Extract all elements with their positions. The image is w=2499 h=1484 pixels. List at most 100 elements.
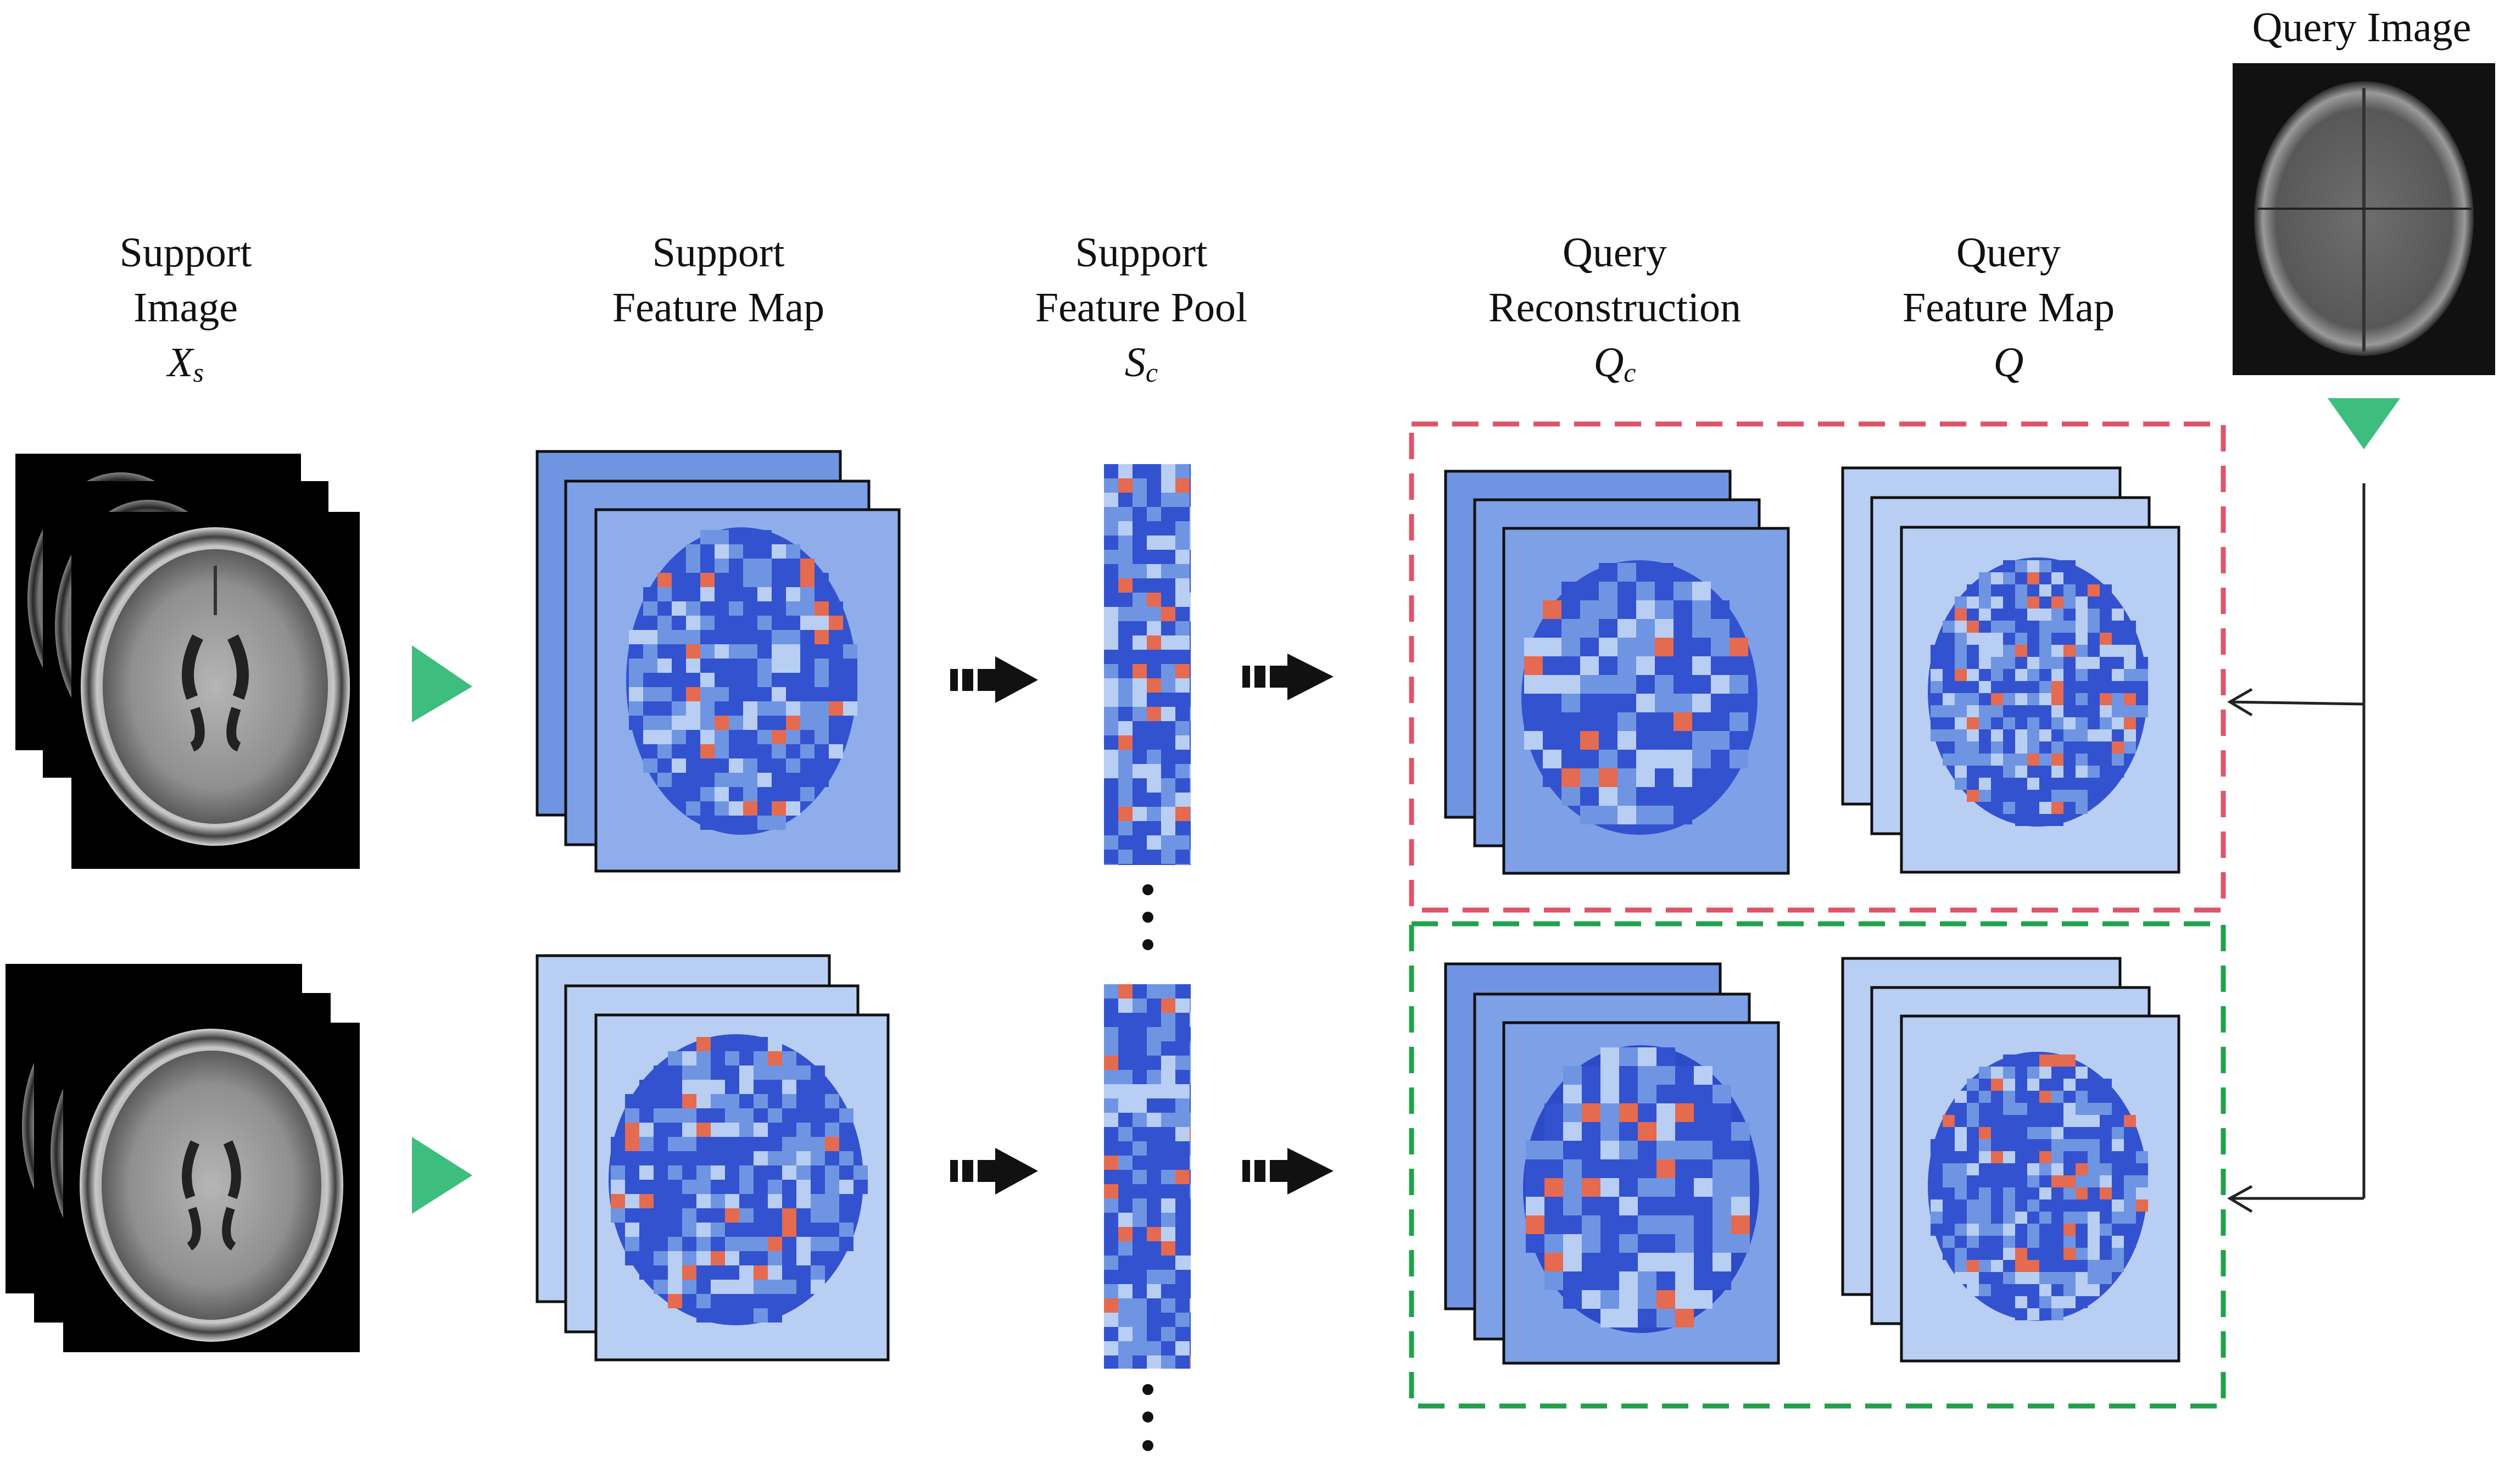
feature-cell (1713, 1234, 1731, 1253)
pool-cell (1147, 607, 1161, 621)
feature-cell (2100, 717, 2112, 729)
pool-cell (1190, 664, 1191, 678)
feature-cell (715, 773, 729, 787)
feature-cell (700, 644, 715, 659)
feature-cell (811, 1223, 825, 1237)
support-image-symbol: X (168, 339, 193, 386)
feature-cell (2136, 681, 2148, 693)
pool-cell (1190, 793, 1191, 807)
pool-cell (1147, 750, 1161, 764)
feature-cell (2051, 1296, 2063, 1308)
feature-cell (643, 701, 657, 716)
feature-cell (672, 601, 686, 616)
pool-cell (1190, 835, 1191, 850)
feature-cell (1674, 619, 1692, 638)
feature-cell (1600, 1066, 1619, 1085)
feature-cell (657, 773, 672, 787)
feature-cell (1563, 1159, 1582, 1178)
feature-cell (1600, 1141, 1619, 1159)
feature-cell (1582, 1234, 1600, 1253)
feature-cell (715, 601, 729, 616)
feature-cell (657, 730, 672, 744)
feature-cell (1561, 731, 1580, 750)
feature-cell (1943, 657, 1955, 669)
pool-cell (1133, 1127, 1147, 1141)
feature-cell (1694, 1159, 1713, 1178)
feature-cell (1931, 669, 1943, 681)
feature-cell (1561, 750, 1580, 768)
feature-cell (1955, 778, 1967, 790)
feature-cell (2112, 645, 2124, 657)
feature-cell (743, 530, 757, 544)
support-feature-pool-2 (1104, 984, 1191, 1369)
feature-cell (729, 630, 743, 644)
feature-cell (1991, 572, 2003, 584)
feature-cell (715, 744, 729, 758)
feature-cell (696, 1037, 711, 1051)
feature-cell (743, 616, 757, 630)
feature-cell (1713, 1159, 1731, 1178)
feature-cell (1561, 712, 1580, 731)
pool-cell (1175, 707, 1190, 721)
feature-cell (611, 1137, 625, 1151)
pool-cell (1161, 621, 1175, 635)
feature-cell (2003, 790, 2015, 802)
pool-cell (1175, 1013, 1190, 1027)
pool-cell (1190, 1355, 1191, 1369)
feature-cell (725, 1165, 739, 1180)
feature-cell (672, 659, 686, 673)
pool-cell (1190, 578, 1191, 593)
feature-cell (1730, 638, 1748, 656)
pool-cell (1190, 464, 1191, 478)
feature-cell (1931, 693, 1943, 705)
pool-cell (1104, 464, 1118, 478)
feature-cell (2003, 1187, 2015, 1200)
feature-cell (2100, 1139, 2112, 1151)
feature-cell (1638, 1178, 1656, 1197)
feature-cell (1655, 694, 1674, 712)
feature-cell (639, 1208, 654, 1223)
feature-cell (2063, 1115, 2076, 1127)
support-feature-pool-symbol: S (1124, 339, 1146, 386)
feature-cell (725, 1051, 739, 1065)
feature-cell (1711, 712, 1730, 731)
feature-cell (839, 1123, 854, 1137)
feature-cell (1967, 1212, 1979, 1224)
feature-cell (2027, 1308, 2039, 1320)
feature-cell (1580, 768, 1599, 787)
feature-cell (2124, 729, 2136, 741)
feature-cell (1967, 766, 1979, 778)
feature-cell (1943, 741, 1955, 754)
feature-cell (1638, 1103, 1656, 1122)
pool-cell (1118, 593, 1133, 607)
pool-cell (1190, 621, 1191, 635)
feature-cell (743, 673, 757, 687)
feature-cell (786, 673, 800, 687)
feature-cell (1675, 1122, 1694, 1141)
feature-cell (1619, 1066, 1638, 1085)
feature-cell (672, 773, 686, 787)
support-feature-map-label: Support Feature Map (612, 225, 824, 335)
pool-cell (1104, 778, 1118, 793)
feature-cell (815, 644, 829, 659)
pool-cell (1118, 578, 1133, 593)
pool-cell (1104, 1341, 1118, 1355)
feature-cell (1656, 1197, 1675, 1215)
feature-cell (1955, 657, 1967, 669)
feature-cell (2088, 705, 2100, 717)
feature-cell (729, 530, 743, 544)
feature-cell (1582, 1253, 1600, 1271)
feature-cell (2100, 754, 2112, 766)
pool-cell (1133, 1341, 1147, 1355)
feature-cell (1656, 1103, 1675, 1122)
feature-cell (2039, 1175, 2051, 1187)
pool-cell (1147, 650, 1161, 664)
feature-cell (1600, 1047, 1619, 1066)
feature-cell (743, 744, 757, 758)
feature-cell (654, 1137, 668, 1151)
feature-cell (2039, 705, 2051, 717)
pool-cell (1104, 707, 1118, 721)
feature-cell (1991, 705, 2003, 717)
feature-cell (1931, 717, 1943, 729)
pool-cell (1161, 778, 1175, 793)
